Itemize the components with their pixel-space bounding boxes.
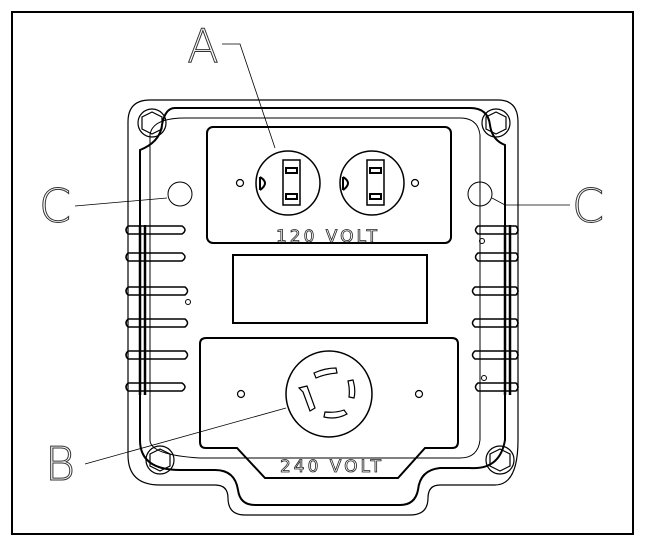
outlet-120v-right[interactable] xyxy=(339,150,405,216)
panel-housing xyxy=(127,99,519,516)
screw-hole xyxy=(410,178,420,188)
mounting-hole-c-left xyxy=(167,181,193,207)
screw-hole xyxy=(414,389,424,399)
label-120-volt: 120 VOLT xyxy=(276,227,380,247)
label-240-volt: 240 VOLT xyxy=(280,457,384,477)
vent-fins-left xyxy=(125,225,191,395)
screw-hole xyxy=(236,389,246,399)
vent-fins-right xyxy=(471,225,519,395)
mounting-hole-c-right xyxy=(467,181,493,207)
frame-border xyxy=(11,11,634,535)
mounting-bolts xyxy=(137,108,515,475)
callout-c-left: C xyxy=(39,179,71,233)
callout-c-right: C xyxy=(572,179,604,233)
callout-a: A xyxy=(187,19,218,73)
lower-outlet-plate xyxy=(199,337,459,479)
screw-hole xyxy=(235,178,245,188)
callout-b: B xyxy=(45,437,75,491)
upper-outlet-plate xyxy=(206,126,452,244)
outlet-120v-left[interactable] xyxy=(255,150,321,216)
leader-lines xyxy=(74,43,570,465)
meter-window xyxy=(232,254,428,324)
outlet-240v-twist-lock[interactable] xyxy=(285,350,373,438)
